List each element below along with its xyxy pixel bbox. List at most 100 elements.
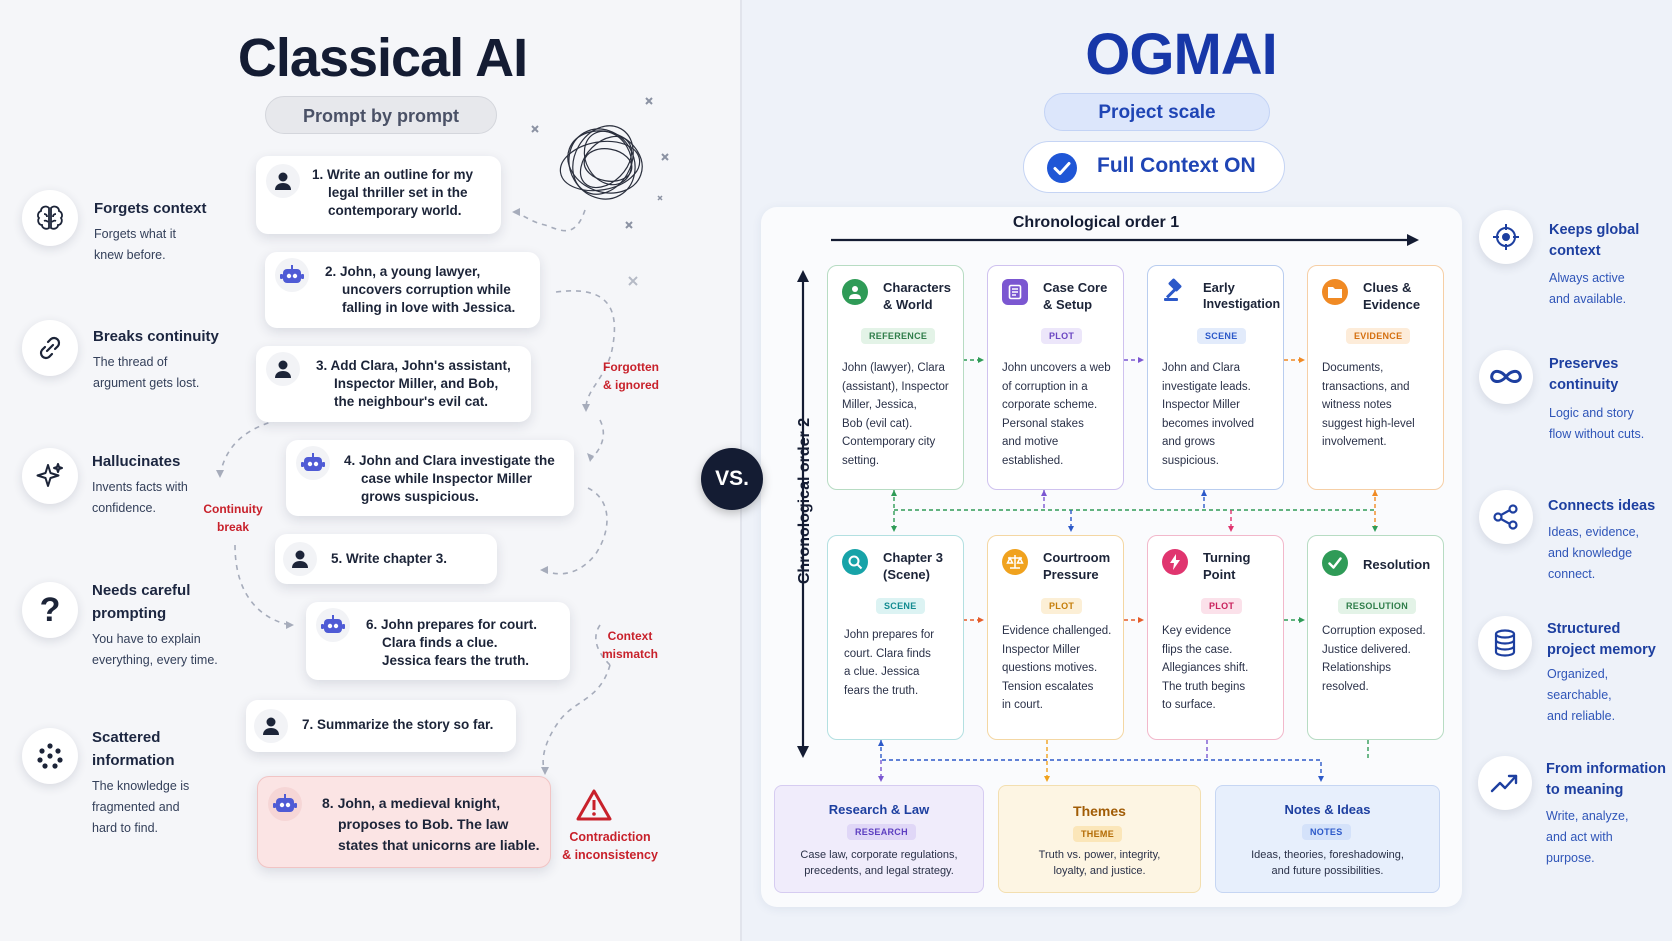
prompt-text: falling in love with Jessica. <box>342 300 516 315</box>
feature-desc: The thread of <box>93 355 168 369</box>
feature-desc: and knowledge <box>1548 546 1633 560</box>
box-tag: THEME <box>1073 826 1122 842</box>
trend-icon <box>1478 756 1532 810</box>
feature-title-scattered-information: information <box>92 752 175 769</box>
card-tag: SCENE <box>1197 328 1246 344</box>
card-chapter-3: Chapter 3 (Scene) SCENE John prepares fo… <box>827 535 964 740</box>
feature-title-preserves-continuity: continuity <box>1549 377 1619 393</box>
card-title: Investigation <box>1203 297 1281 311</box>
prompt-bubble-user: 5. Write chapter 3. <box>275 534 497 584</box>
card-body: John (lawyer), Clara(assistant), Inspect… <box>842 362 949 467</box>
card-title: & Setup <box>1043 297 1093 312</box>
lightning-icon <box>1162 549 1188 575</box>
card-tag: SCENE <box>876 598 925 614</box>
database-icon <box>1478 616 1532 670</box>
robot-avatar-icon <box>296 446 330 480</box>
prompt-bubble-user: 7. Summarize the story so far. <box>246 700 516 752</box>
robot-avatar-icon <box>275 258 309 292</box>
feature-desc: Invents facts with <box>92 480 188 494</box>
card-title: Characters <box>883 280 951 295</box>
document-icon <box>1002 279 1028 305</box>
feature-desc: Organized, <box>1547 667 1609 681</box>
feature-desc: flow without cuts. <box>1549 427 1645 441</box>
prompt-bubble-bot: 4. John and Clara investigate the case w… <box>286 440 574 516</box>
prompt-text: 5. Write chapter 3. <box>331 551 448 566</box>
check-icon <box>1322 550 1348 576</box>
box-title: Notes & Ideas <box>1284 802 1371 817</box>
card-case-core-setup: Case Core & Setup PLOT John uncovers a w… <box>987 265 1124 490</box>
card-characters-world: Characters & World REFERENCE John (lawye… <box>827 265 964 490</box>
prompt-by-prompt-pill: Prompt by prompt <box>265 96 497 134</box>
box-desc: Case law, corporate regulations, <box>800 849 958 861</box>
card-tag: RESOLUTION <box>1338 598 1417 614</box>
feature-title-breaks-continuity: Breaks continuity <box>93 328 219 345</box>
feature-title-global-context: context <box>1549 243 1601 259</box>
prompt-text: legal thriller set in the <box>328 185 468 200</box>
feature-desc: Forgets what it <box>94 227 176 241</box>
card-tag: REFERENCE <box>861 328 936 344</box>
infinity-icon <box>1479 350 1533 404</box>
prompt-bubble-user: 1. Write an outline for my legal thrille… <box>256 156 501 234</box>
feature-desc: everything, every time. <box>92 653 218 667</box>
prompt-text: the neighbour's evil cat. <box>334 394 488 409</box>
ogmai-panel: OGMAI Project scale Full Context ON Chro… <box>741 0 1672 941</box>
robot-avatar-icon <box>316 608 350 642</box>
note-contradiction: Contradiction& inconsistency <box>562 830 658 862</box>
prompt-text: 3. Add Clara, John's assistant, <box>316 358 511 373</box>
box-notes-ideas: Notes & Ideas NOTES Ideas, theories, for… <box>1215 785 1440 893</box>
feature-title-needs-careful-prompting: Needs careful <box>92 582 191 599</box>
target-icon <box>1479 210 1533 264</box>
card-title: Chapter 3 <box>883 550 943 565</box>
card-title: Courtroom <box>1043 550 1111 565</box>
feature-desc: purpose. <box>1546 851 1595 865</box>
feature-desc: and reliable. <box>1547 709 1616 723</box>
card-title: & World <box>883 297 933 312</box>
card-title: Turning <box>1203 550 1251 565</box>
feature-desc: You have to explain <box>92 632 201 646</box>
vs-badge: VS. <box>701 448 763 510</box>
box-tag: NOTES <box>1302 824 1351 840</box>
feature-desc: and act with <box>1546 830 1613 844</box>
feature-desc: Ideas, evidence, <box>1548 525 1640 539</box>
card-tag: PLOT <box>1041 598 1083 614</box>
feature-title-preserves-continuity: Preserves <box>1549 356 1619 372</box>
feature-title-forgets-context: Forgets context <box>94 200 207 217</box>
brain-icon <box>22 190 78 246</box>
prompt-text: states that unicorns are liable. <box>338 837 540 853</box>
question-icon: ? <box>22 582 78 638</box>
scribble-tangle-icon <box>531 97 669 229</box>
classical-ai-panel: Classical AI Prompt by prompt Forgets co… <box>0 0 741 941</box>
user-avatar-icon <box>266 164 300 198</box>
prompt-text: 1. Write an outline for my <box>312 167 474 182</box>
card-title: Resolution <box>1363 557 1431 572</box>
classical-ai-title: Classical AI <box>237 28 528 88</box>
user-avatar-icon <box>266 352 300 386</box>
box-desc: loyalty, and justice. <box>1053 865 1146 877</box>
card-body: Corruption exposed.Justice delivered.Rel… <box>1322 625 1426 693</box>
feature-title-scattered-information: Scattered <box>92 729 161 746</box>
feature-desc: hard to find. <box>92 821 159 835</box>
box-title: Themes <box>1073 803 1126 819</box>
box-desc: Truth vs. power, integrity, <box>1038 849 1161 861</box>
feature-title-global-context: Keeps global <box>1549 222 1640 238</box>
full-context-label: Full Context ON <box>1097 154 1256 177</box>
prompt-text: 2. John, a young lawyer, <box>325 264 481 279</box>
ogmai-title: OGMAI <box>1085 22 1278 87</box>
card-title: Pressure <box>1043 567 1099 582</box>
person-icon <box>842 279 868 305</box>
feature-desc: knew before. <box>94 248 166 262</box>
prompt-text: grows suspicious. <box>361 489 479 504</box>
prompt-text: Jessica fears the truth. <box>382 653 530 668</box>
card-clues-evidence: Clues & Evidence EVIDENCE Documents,tran… <box>1307 265 1444 490</box>
feature-desc: Always active <box>1549 271 1625 285</box>
card-tag: EVIDENCE <box>1346 328 1411 344</box>
sparkle-icon <box>22 448 78 504</box>
prompt-text: uncovers corruption while <box>342 282 511 297</box>
feature-title-structured-memory: Structured <box>1547 621 1621 637</box>
scatter-icon <box>22 728 78 784</box>
feature-title-needs-careful-prompting: prompting <box>92 605 167 622</box>
